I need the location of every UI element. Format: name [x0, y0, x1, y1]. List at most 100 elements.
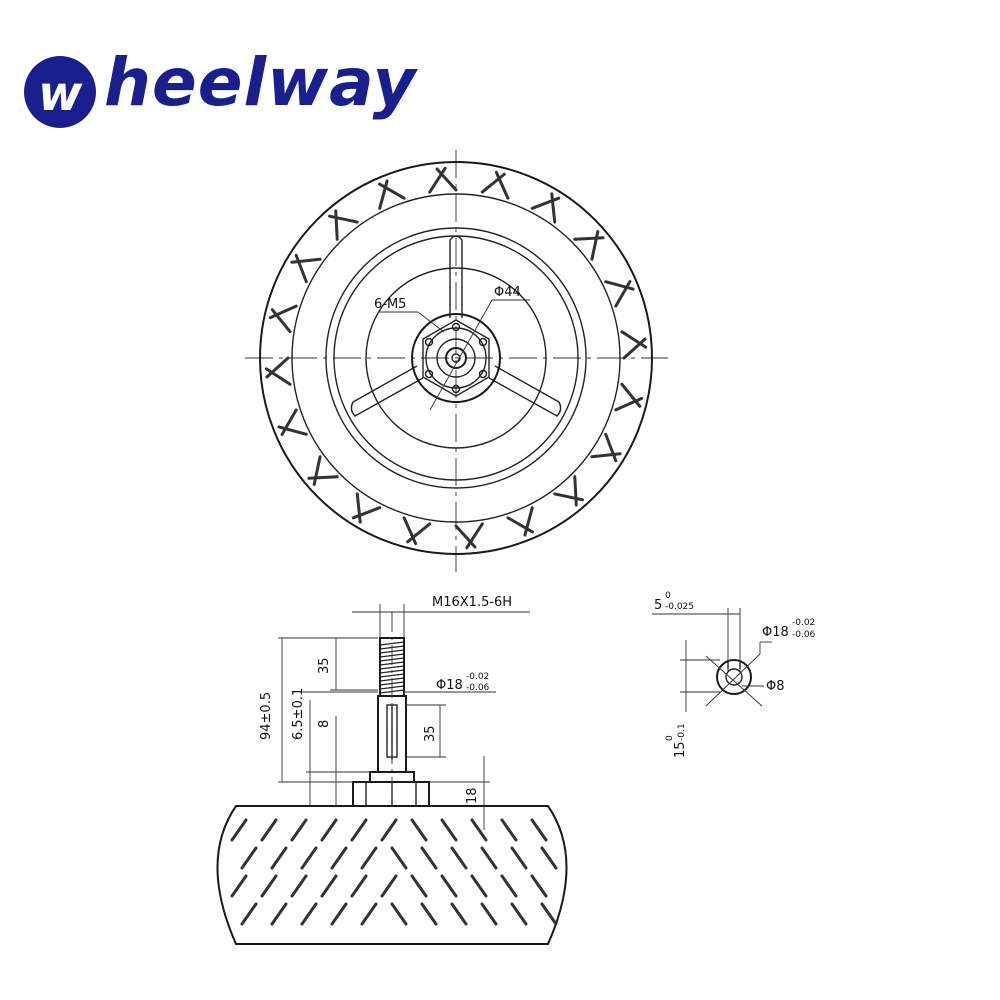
- side-tread-mark: [440, 818, 458, 842]
- tread-mark: [406, 522, 432, 544]
- side-tread-mark: [300, 846, 318, 870]
- thread-spec: M16X1.5-6H: [432, 595, 512, 610]
- tread-mark: [265, 356, 290, 379]
- tire-inner: [291, 193, 621, 523]
- side-tread-mark: [380, 818, 398, 842]
- section-view: 5 0 -0.025 Φ18 -0.02 -0.06 Φ8 15 0 -0.1: [652, 591, 816, 758]
- side-tread-mark: [510, 902, 528, 926]
- hub: [411, 313, 501, 403]
- tread-mark: [620, 330, 648, 349]
- side-tread-mark: [470, 874, 488, 898]
- side-tread-mark: [260, 874, 278, 898]
- flange-height-dim: 18: [465, 787, 480, 804]
- flat-length-dim: 35: [423, 725, 438, 742]
- flat-depth-tol-lower: -0.1: [677, 723, 687, 741]
- tread-mark: [328, 214, 359, 224]
- tread-mark: [494, 170, 510, 200]
- flat-depth-dim: 15: [673, 741, 688, 758]
- shaft-tolerance-lower: -0.06: [466, 683, 490, 693]
- tread-mark: [622, 337, 647, 360]
- side-tread-mark: [380, 874, 398, 898]
- thread-line: [379, 641, 405, 646]
- thread-line: [379, 665, 405, 670]
- tread-mark: [590, 452, 622, 459]
- side-tread-mark: [450, 846, 468, 870]
- step-dim: 6.5±0.1: [291, 688, 306, 740]
- side-tread-mark: [240, 846, 258, 870]
- side-tread-mark: [530, 874, 548, 898]
- tire-outer: [259, 161, 653, 555]
- tread-mark: [530, 196, 561, 210]
- thread-line: [379, 673, 405, 678]
- brand-logo: w heelway: [18, 44, 416, 134]
- side-tread-mark: [390, 902, 408, 926]
- section-shaft-dia: Φ18: [762, 625, 789, 640]
- shaft-tolerance-upper: -0.02: [466, 672, 489, 682]
- rim-spokes: [350, 235, 562, 417]
- side-tread-mark: [230, 818, 248, 842]
- side-view: M16X1.5-6H 94±0.5 6.5±0.1 35 8 35 18 Φ18…: [216, 595, 568, 945]
- tread-mark: [550, 192, 557, 224]
- side-tread-mark: [500, 874, 518, 898]
- side-tread-mark: [350, 818, 368, 842]
- hub-diameter-label: Φ44: [494, 285, 521, 300]
- tread-mark: [290, 257, 322, 264]
- side-tread-mark: [530, 818, 548, 842]
- brand-name: heelway: [104, 44, 417, 121]
- brand-mark-icon: w: [24, 56, 96, 128]
- side-tread-mark: [410, 874, 428, 898]
- thread-length-dim: 35: [317, 657, 332, 674]
- side-tread-mark: [360, 902, 378, 926]
- side-tread-mark: [510, 846, 528, 870]
- tread-mark: [378, 179, 389, 210]
- tread-mark: [614, 280, 632, 308]
- tread-mark: [294, 253, 308, 284]
- side-tread-mark: [470, 818, 488, 842]
- tread-mark: [553, 492, 584, 502]
- side-tread-mark: [500, 818, 518, 842]
- side-tread-mark: [480, 902, 498, 926]
- side-tread-mark: [230, 874, 248, 898]
- side-tread-mark: [320, 818, 338, 842]
- side-tread-mark: [290, 818, 308, 842]
- total-length-dim: 94±0.5: [259, 692, 274, 740]
- lower-gap-dim: 8: [317, 720, 332, 728]
- side-tread-mark: [390, 846, 408, 870]
- tread-mark: [604, 280, 635, 291]
- front-view-wheel: 6-M5 Φ44: [245, 150, 668, 572]
- side-tread-mark: [270, 902, 288, 926]
- side-tread-mark: [330, 902, 348, 926]
- tread-mark: [277, 425, 308, 436]
- tread-mark: [270, 308, 292, 334]
- rim-outer: [325, 227, 587, 489]
- side-tread-mark: [350, 874, 368, 898]
- bore-diameter-dim: Φ8: [766, 679, 785, 694]
- tread-mark: [264, 367, 292, 386]
- keyway-tolerance-lower: -0.025: [665, 602, 694, 612]
- shaft-diameter-dim: Φ18: [436, 678, 463, 693]
- tread-mark: [312, 455, 322, 486]
- tread-pattern: [264, 166, 648, 550]
- side-tread-mark: [480, 846, 498, 870]
- tread-mark: [280, 408, 298, 436]
- brand-mark-letter: w: [38, 66, 83, 122]
- tread-mark: [334, 209, 339, 241]
- tread-mark: [523, 506, 534, 537]
- side-tread-mark: [450, 902, 468, 926]
- tread-mark: [480, 172, 506, 194]
- tread-mark: [573, 475, 578, 507]
- tread-mark: [268, 304, 298, 320]
- tread-mark: [435, 167, 458, 192]
- tread-mark: [307, 475, 339, 480]
- tread-mark: [378, 182, 406, 200]
- bolt-pattern-label: 6-M5: [374, 297, 406, 312]
- tread-mark: [428, 166, 447, 194]
- tread-mark: [454, 524, 477, 549]
- side-tread-mark: [330, 846, 348, 870]
- side-tread-mark: [260, 818, 278, 842]
- side-tread-mark: [540, 902, 558, 926]
- tire-profile: [216, 805, 568, 945]
- side-tread-mark: [540, 846, 558, 870]
- tread-mark: [402, 516, 418, 546]
